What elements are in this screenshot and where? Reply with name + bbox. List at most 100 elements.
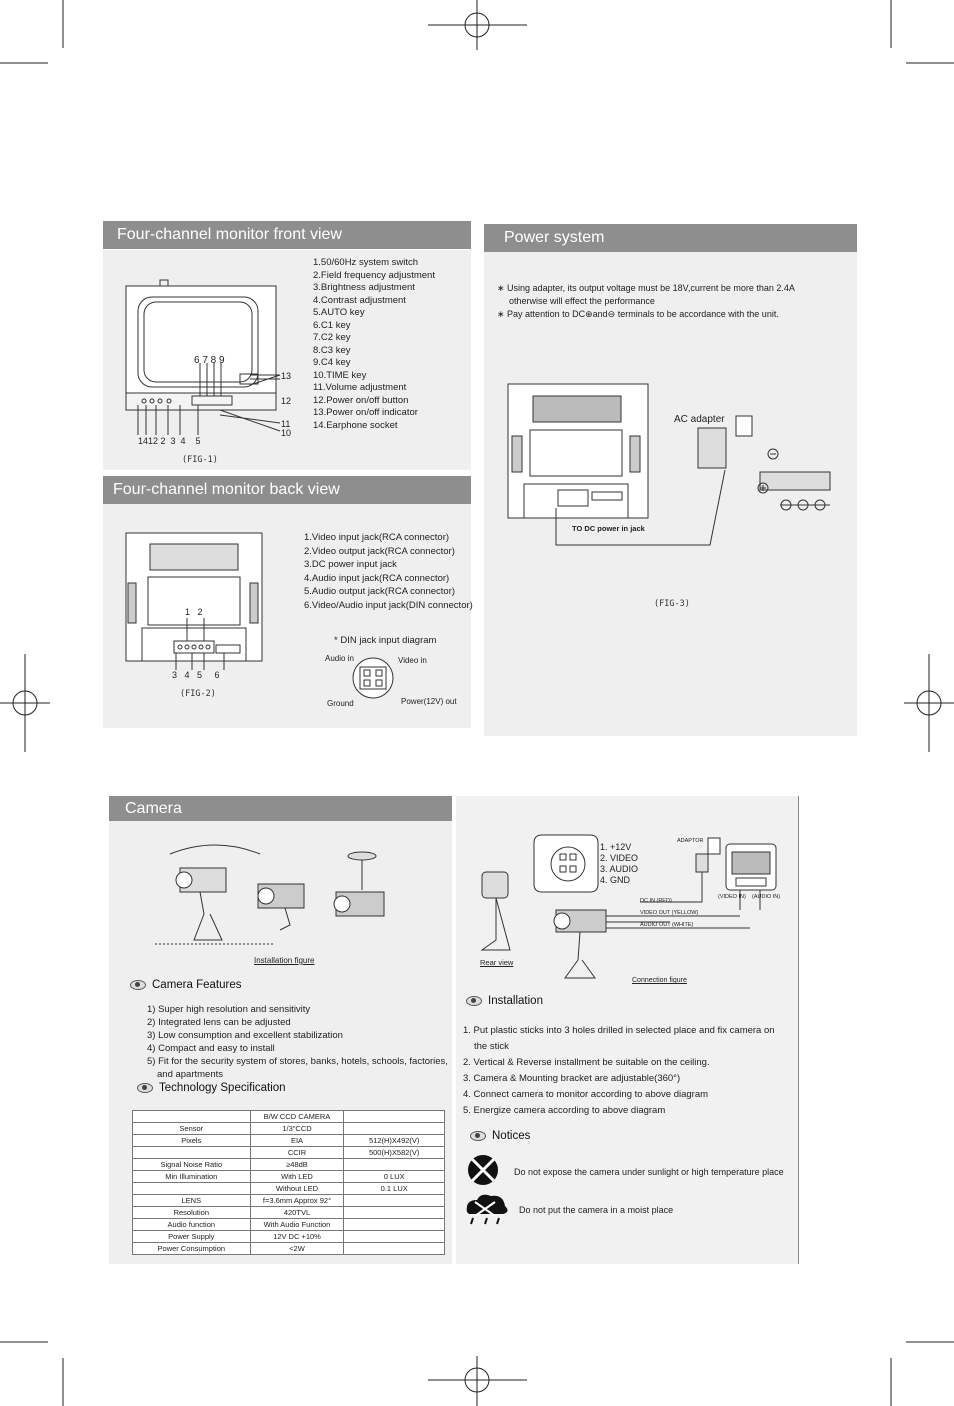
back-item: 1.Video input jack(RCA connector) (304, 532, 450, 543)
install-step: 5. Energize camera according to above di… (463, 1105, 666, 1116)
din-video-in: Video in (398, 656, 427, 665)
feature-item: 2) Integrated lens can be adjusted (147, 1017, 291, 1028)
fig2-caption: (FIG-2) (180, 689, 216, 699)
notice-sunlight: Do not expose the camera under sunlight … (514, 1167, 784, 1177)
feature-item: 3) Low consumption and excellent stabili… (147, 1030, 343, 1041)
back-item: 3.DC power input jack (304, 559, 397, 570)
spec-cell (343, 1110, 445, 1123)
spec-cell: f=3.6mm Approx 92° (249, 1194, 345, 1207)
front-callout-10: 10 (281, 428, 292, 438)
front-item: 2.Field frequency adjustment (313, 269, 435, 281)
power-note-2: otherwise will effect the performance (509, 296, 655, 306)
front-item: 6.C1 key (313, 319, 351, 331)
power-note-3a: Pay attention to DC (507, 309, 586, 319)
adaptor-label: ADAPTOR (677, 838, 704, 844)
notice-moisture: Do not put the camera in a moist place (519, 1205, 674, 1215)
back-callout-top: 1 2 (185, 607, 203, 617)
back-item: 6.Video/Audio input jack(DIN connector) (304, 599, 473, 611)
front-callout-top: 6 7 8 9 (194, 355, 225, 366)
spec-cell: 12V DC +10% (249, 1230, 345, 1243)
installation-figure-label: Installation figure (254, 956, 315, 965)
monitor-back-drawing (125, 532, 263, 670)
minus-terminal-icon: ⊖ (607, 309, 616, 319)
front-item: 14.Earphone socket (313, 419, 398, 431)
front-item: 1.50/60Hz system switch (313, 257, 419, 268)
eye-icon (470, 1131, 486, 1141)
spec-cell: With LED (249, 1170, 345, 1183)
spec-cell: Pixels (132, 1134, 251, 1147)
tech-spec-title: Technology Specification (159, 1082, 286, 1094)
installation-heading: Installation (466, 995, 543, 1007)
spec-cell: Sensor (132, 1122, 251, 1135)
spec-cell: 1/3"CCD (249, 1122, 345, 1135)
front-callout-12: 12 (281, 396, 292, 406)
back-view-header: Four-channel monitor back view (103, 476, 471, 504)
video-in-label: (VIDEO IN) (718, 894, 746, 900)
power-note-3c: terminals to be accordance with the unit… (617, 309, 779, 319)
camera-install-drawing (155, 844, 385, 945)
spec-cell: Without LED (249, 1182, 345, 1195)
power-note-1: Using adapter, its output voltage must b… (507, 283, 795, 293)
power-title: Power system (504, 229, 605, 246)
front-item: 10.TIME key (313, 369, 367, 381)
spec-cell (343, 1158, 445, 1171)
spec-cell: 500(H)X582(V) (343, 1146, 445, 1159)
din-power: Power(12V) out (401, 697, 457, 706)
install-step: 3. Camera & Mounting bracket are adjusta… (463, 1073, 681, 1084)
panel-divider (798, 796, 799, 1264)
feature-item: 1) Super high resolution and sensitivity (147, 1004, 311, 1015)
ac-adapter-label: AC adapter (674, 414, 725, 425)
plus-terminal-icon: ⊕ (585, 309, 593, 319)
spec-cell: LENS (132, 1194, 251, 1207)
camera-features-list: 1) Super high resolution and sensitivity… (147, 1003, 448, 1081)
monitor-front-drawing (125, 279, 281, 435)
din-ground: Ground (327, 699, 354, 708)
connection-diagram (480, 834, 777, 979)
spec-cell: Signal Noise Ratio (132, 1158, 251, 1171)
camera-header: Camera (109, 796, 452, 821)
note-bullet-icon: ∗ (497, 309, 508, 319)
front-item: 4.Contrast adjustment (313, 294, 406, 306)
spec-cell: 420TVL (249, 1206, 345, 1219)
spec-cell: Power Supply (132, 1230, 251, 1243)
spec-cell: Audio function (132, 1218, 251, 1231)
back-item: 5.Audio output jack(RCA connector) (304, 586, 456, 597)
power-header: Power system (484, 224, 857, 252)
front-item: 9.C4 key (313, 357, 351, 368)
camera-title: Camera (125, 799, 182, 817)
power-diagram (507, 383, 831, 546)
front-item: 8.C3 key (313, 344, 351, 356)
spec-cell: 0 LUX (343, 1170, 445, 1183)
back-view-title: Four-channel monitor back view (113, 481, 340, 498)
spec-row: Signal Noise Ratio≥48dB (132, 1158, 445, 1171)
feature-item: and apartments (157, 1069, 224, 1080)
eye-icon (137, 1083, 153, 1093)
feature-item: 4) Compact and easy to install (147, 1043, 275, 1054)
spec-cell: B/W CCD CAMERA (249, 1110, 345, 1123)
spec-cell: <2W (249, 1242, 345, 1255)
no-sunlight-icon (468, 1155, 498, 1185)
front-item: 11.Volume adjustment (313, 382, 407, 393)
power-note-3b: and (592, 309, 608, 319)
spec-cell (132, 1146, 251, 1159)
front-callout-11: 11 (281, 419, 291, 429)
fig1-caption: (FIG-1) (182, 455, 218, 465)
spec-row: Power Consumption<2W (132, 1242, 445, 1255)
feature-item: 5) Fit for the security system of stores… (147, 1056, 448, 1067)
spec-cell (132, 1182, 251, 1195)
spec-cell: 0.1 LUX (343, 1182, 445, 1195)
install-step: 4. Connect camera to monitor according t… (463, 1089, 709, 1100)
camera-features-title: Camera Features (152, 979, 242, 991)
spec-cell (343, 1122, 445, 1135)
pin-item: 2. VIDEO (600, 853, 639, 863)
front-item: 5.AUTO key (313, 307, 365, 318)
cable-label: DC IN (RED) (640, 898, 672, 904)
